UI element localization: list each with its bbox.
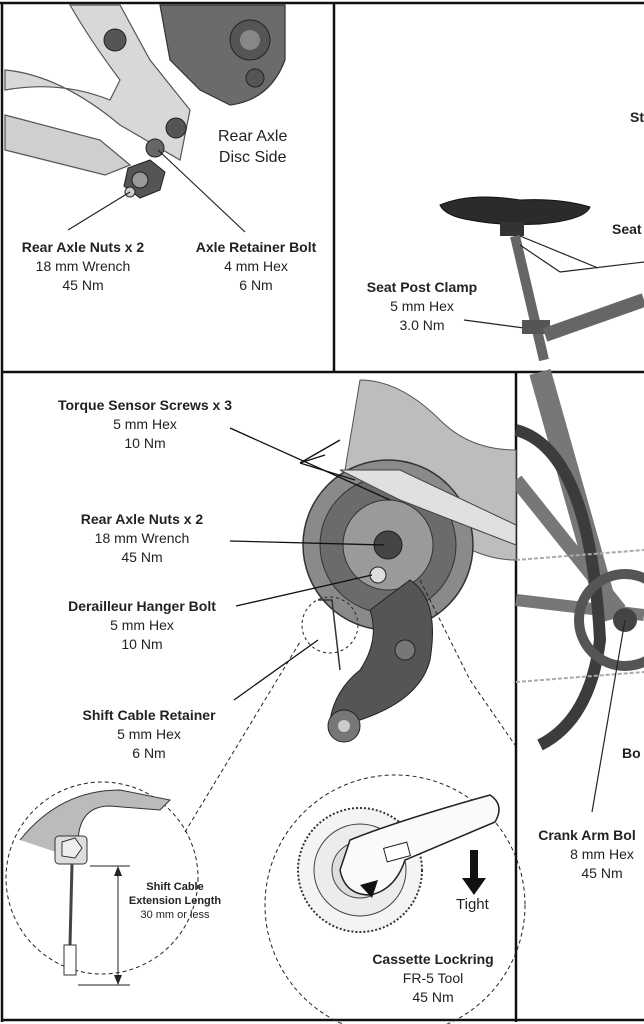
- seat-post-clamp-label: Seat Post Clamp 5 mm Hex 3.0 Nm: [352, 278, 492, 335]
- label-tool: 18 mm Wrench: [94, 530, 190, 546]
- label-note: 30 mm or less: [140, 909, 210, 921]
- label-title: Derailleur Hanger Bolt: [68, 598, 216, 614]
- label-title: Rear Axle Nuts x 2: [80, 511, 204, 527]
- label-tool: 5 mm Hex: [117, 726, 181, 742]
- label-torque: 45 Nm: [581, 865, 623, 881]
- label-title: Seat Post Clamp: [366, 279, 478, 295]
- caption-line-1: Rear Axle: [218, 128, 288, 145]
- label-torque: 10 Nm: [121, 636, 163, 652]
- cassette-lockring-label: Cassette Lockring FR-5 Tool 45 Nm: [358, 950, 508, 1007]
- axle-retainer-bolt-label: Axle Retainer Bolt 4 mm Hex 6 Nm: [178, 238, 334, 295]
- label-title: Bo: [622, 745, 641, 761]
- label-torque: 6 Nm: [239, 277, 273, 293]
- shift-cable-retainer-label: Shift Cable Retainer 5 mm Hex 6 Nm: [66, 706, 232, 763]
- label-title: Rear Axle Nuts x 2: [21, 239, 145, 255]
- label-tool: 5 mm Hex: [390, 298, 454, 314]
- tight-label: Tight: [456, 895, 489, 914]
- label-tool: 8 mm Hex: [570, 846, 634, 862]
- label-tool: 5 mm Hex: [113, 416, 177, 432]
- label-title: St: [630, 109, 644, 125]
- label-title-line-1: Shift Cable: [146, 881, 204, 893]
- label-title: Torque Sensor Screws x 3: [57, 397, 233, 413]
- label-tool: 5 mm Hex: [110, 617, 174, 633]
- rear-axle-nuts-label-top: Rear Axle Nuts x 2 18 mm Wrench 45 Nm: [8, 238, 158, 295]
- label-torque: 45 Nm: [412, 989, 454, 1005]
- cut-off-label-seat: Seat: [612, 220, 642, 239]
- rear-axle-nuts-label-bottom: Rear Axle Nuts x 2 18 mm Wrench 45 Nm: [62, 510, 222, 567]
- label-torque: 6 Nm: [132, 745, 166, 761]
- label-title: Cassette Lockring: [372, 951, 494, 967]
- rear-axle-disc-side-illustration: [4, 4, 286, 233]
- label-title: Axle Retainer Bolt: [195, 239, 317, 255]
- label-torque: 45 Nm: [62, 277, 104, 293]
- label-tool: 4 mm Hex: [224, 258, 288, 274]
- crank-arm-bolt-label: Crank Arm Bol 8 mm Hex 45 Nm: [530, 826, 644, 883]
- label-torque: 3.0 Nm: [399, 317, 445, 333]
- shift-cable-extension-label: Shift Cable Extension Length 30 mm or le…: [120, 880, 230, 922]
- label-title: Shift Cable Retainer: [82, 707, 216, 723]
- torque-sensor-screws-label: Torque Sensor Screws x 3 5 mm Hex 10 Nm: [40, 396, 250, 453]
- label-torque: 10 Nm: [124, 435, 166, 451]
- label-torque: 45 Nm: [121, 549, 163, 565]
- cut-off-label-bo: Bo: [622, 744, 641, 763]
- caption-line-2: Disc Side: [218, 149, 287, 166]
- label-title-line-2: Extension Length: [128, 895, 222, 907]
- rear-hub-derailleur-illustration: [5, 379, 526, 1024]
- label-text: Tight: [456, 896, 489, 913]
- label-tool: 18 mm Wrench: [35, 258, 131, 274]
- label-tool: FR-5 Tool: [402, 970, 464, 986]
- label-title: Crank Arm Bol: [538, 827, 636, 843]
- rear-axle-disc-side-caption: Rear Axle Disc Side: [218, 126, 287, 168]
- cut-off-label-st: St: [630, 108, 644, 127]
- label-title: Seat: [612, 221, 642, 237]
- frame-chainring-illustration: [510, 369, 644, 813]
- derailleur-hanger-bolt-label: Derailleur Hanger Bolt 5 mm Hex 10 Nm: [52, 597, 232, 654]
- seat-and-frame-illustration: [439, 196, 644, 362]
